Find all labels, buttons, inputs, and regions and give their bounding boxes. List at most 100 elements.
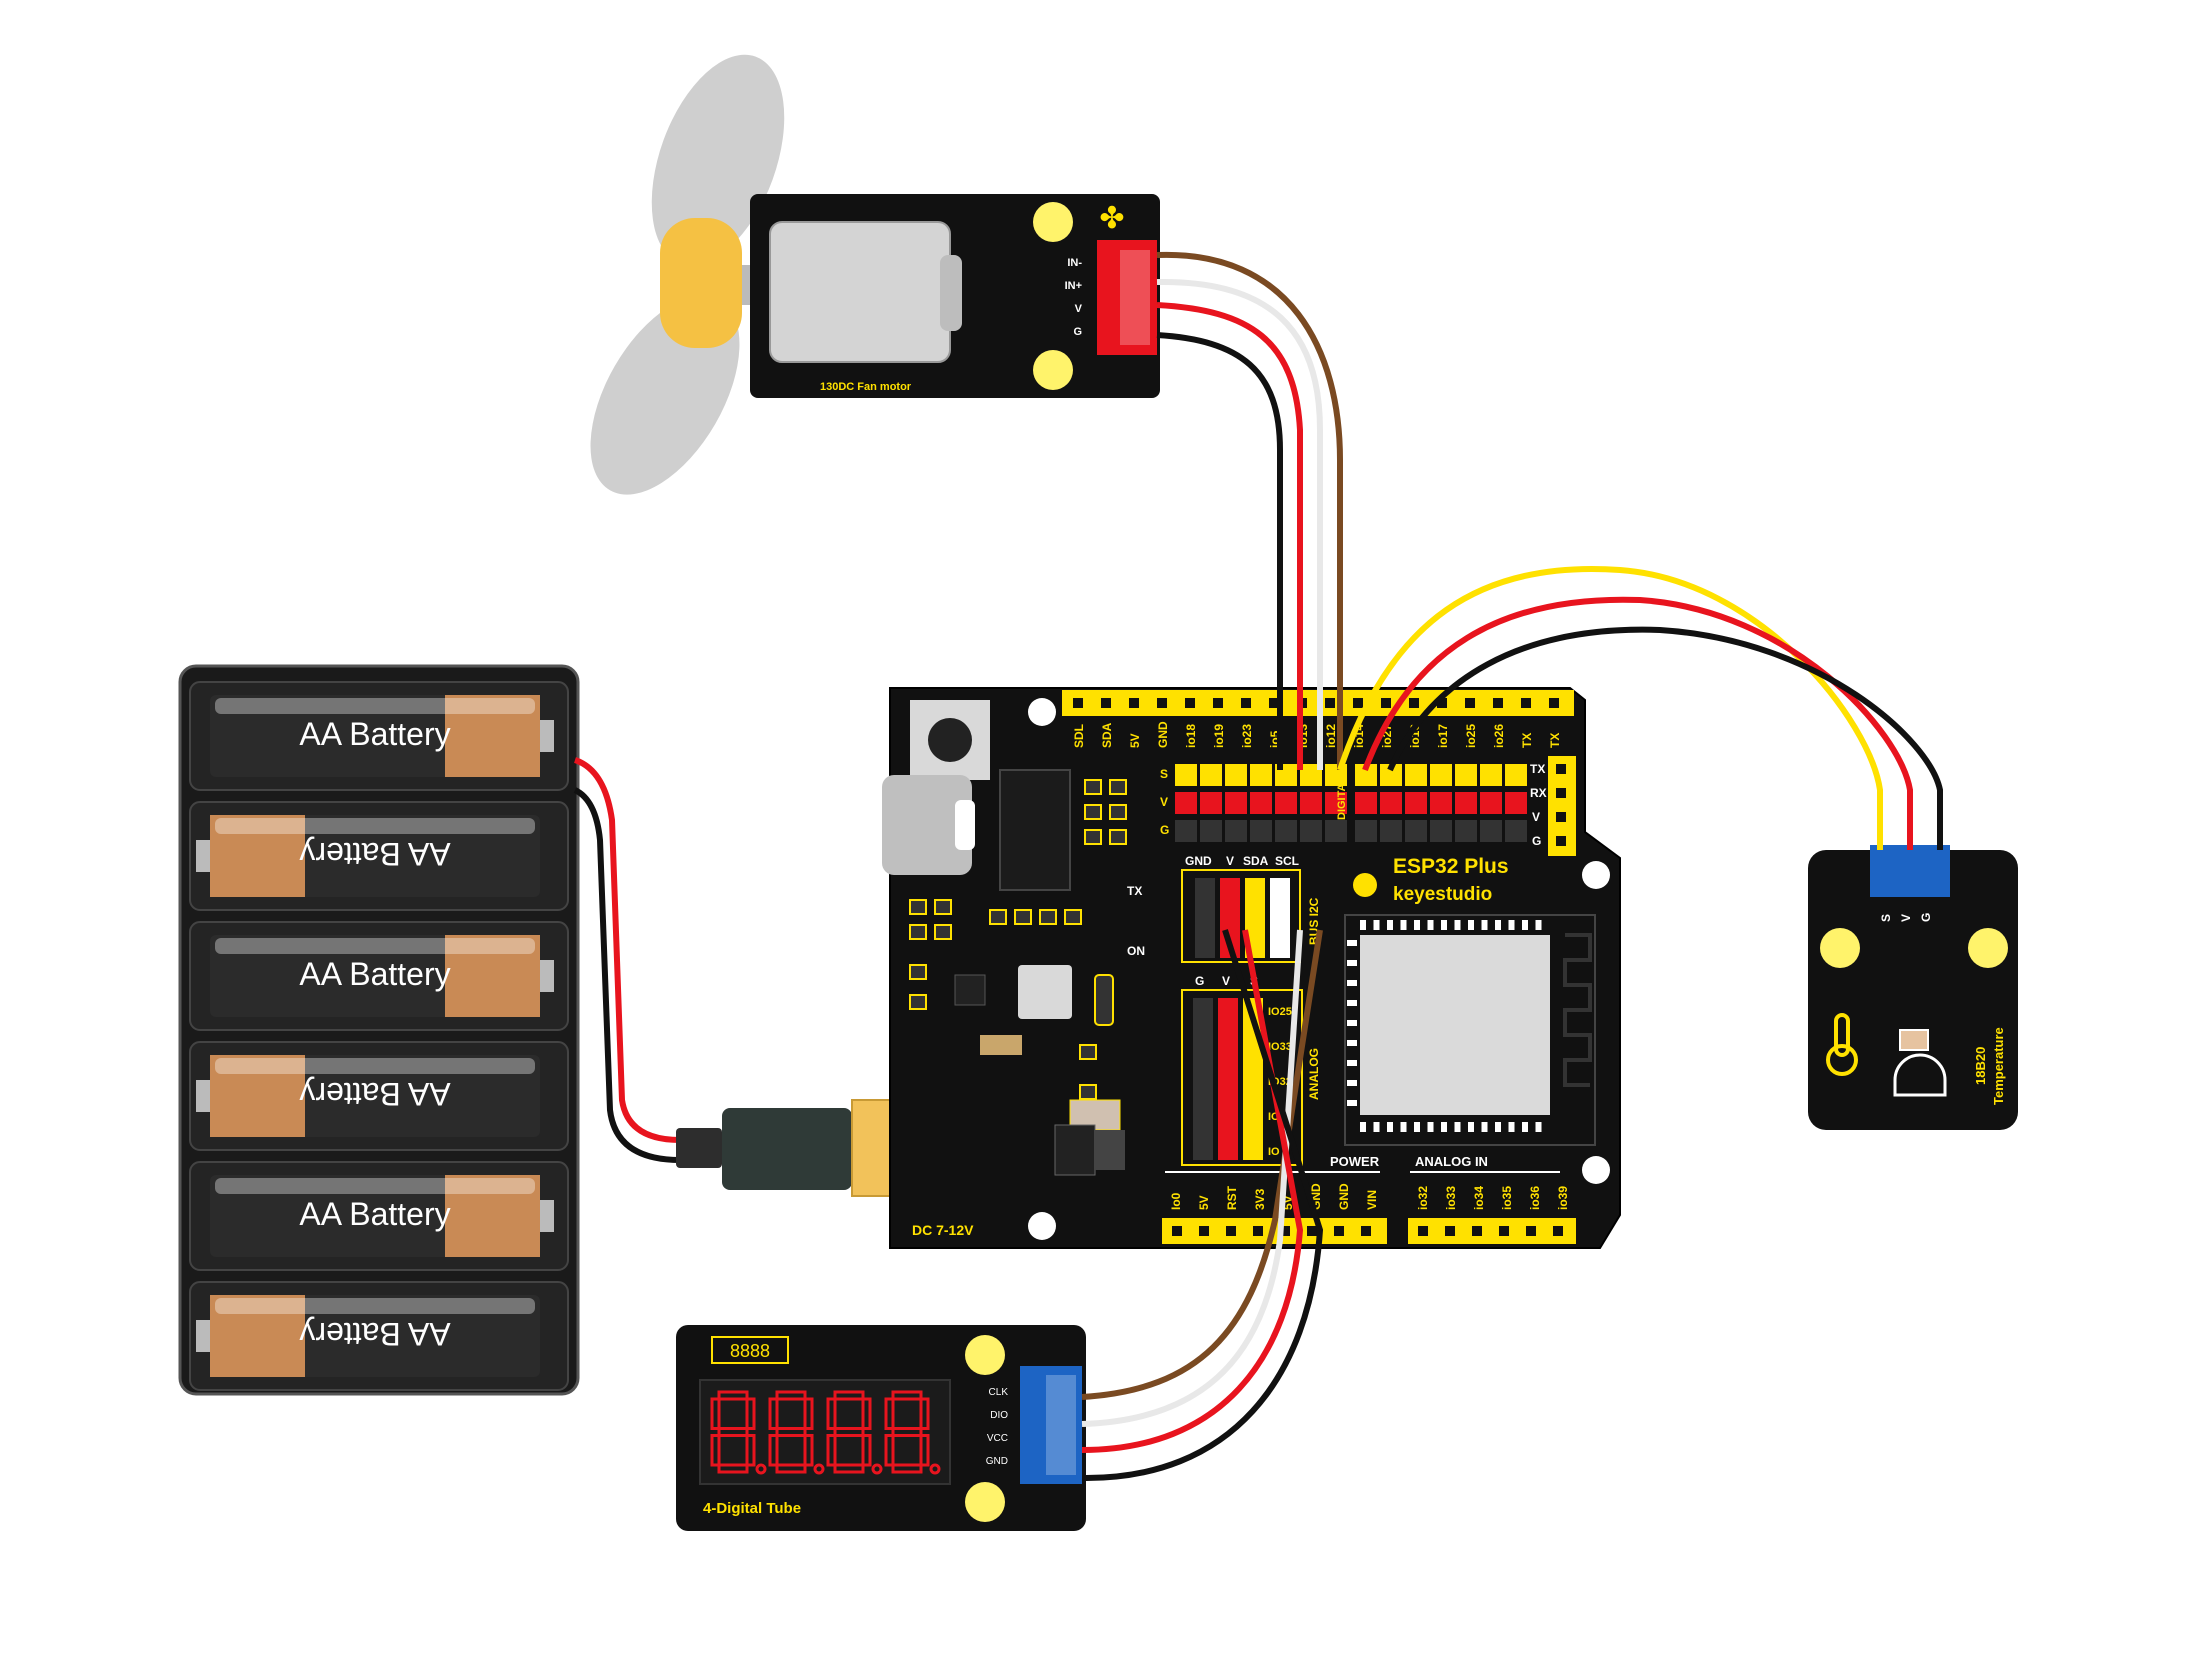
i2c-label-v: V bbox=[1226, 854, 1234, 868]
analog-io-label: IO33 bbox=[1268, 1041, 1292, 1053]
side-label-tx: TX bbox=[1530, 762, 1545, 776]
led-label-on: ON bbox=[1127, 944, 1145, 958]
temp-pin-g: G bbox=[1919, 913, 1933, 922]
battery-label: AA Battery bbox=[299, 836, 450, 872]
header-pin-label: TX bbox=[1520, 733, 1534, 748]
analog-tag: ANALOG bbox=[1307, 1048, 1321, 1100]
i2c-label-gnd: GND bbox=[1185, 854, 1212, 868]
display-digit bbox=[710, 1390, 767, 1475]
battery-label: AA Battery bbox=[299, 1316, 450, 1352]
header-pin-label: io19 bbox=[1212, 724, 1226, 748]
analog-pin-label: io33 bbox=[1444, 1186, 1458, 1210]
display-module-name: 4-Digital Tube bbox=[703, 1500, 801, 1517]
ds18b20-sensor bbox=[1893, 1053, 1947, 1097]
aa-battery-cell: AA Battery bbox=[189, 801, 569, 911]
analog-row-g: G bbox=[1195, 974, 1204, 988]
header-pin-label: 5V bbox=[1128, 733, 1142, 748]
display-digit bbox=[826, 1390, 883, 1475]
side-label-v: V bbox=[1532, 810, 1540, 824]
temp-connector bbox=[1870, 845, 1950, 897]
power-pin-label: 5V bbox=[1197, 1195, 1211, 1210]
display-pin-label: GND bbox=[986, 1456, 1008, 1467]
esp32-module-pins bbox=[1347, 920, 1542, 1132]
analog-io-label: IO25 bbox=[1268, 1006, 1292, 1018]
battery-label: AA Battery bbox=[299, 716, 450, 752]
display-pin-labels: CLK DIO VCC GND bbox=[986, 1387, 1009, 1467]
row-label-s: S bbox=[1160, 767, 1168, 781]
header-pin-label: TX bbox=[1548, 733, 1562, 748]
temperature-wires bbox=[1337, 566, 1943, 850]
power-pin-label: VIN bbox=[1365, 1190, 1379, 1210]
mounting-hole bbox=[1033, 350, 1073, 390]
four-digit-display-module: 8888 4-Digital Tube CLK DIO VCC GND bbox=[676, 1325, 1086, 1531]
power-header-title: POWER bbox=[1330, 1154, 1380, 1169]
header-pin-label: SDA bbox=[1100, 722, 1114, 748]
analog-row-v: V bbox=[1222, 974, 1230, 988]
esp32-shield-can bbox=[1360, 935, 1550, 1115]
display-wires bbox=[1081, 929, 1324, 1482]
power-pin-label: 3V3 bbox=[1253, 1188, 1267, 1210]
side-label-g: G bbox=[1532, 834, 1541, 848]
fan-pin-label: IN- bbox=[1067, 257, 1082, 269]
row-label-g: G bbox=[1160, 823, 1169, 837]
header-pin-label: SDL bbox=[1072, 724, 1086, 748]
header-pin-label: io25 bbox=[1464, 724, 1478, 748]
side-label-rx: RX bbox=[1530, 786, 1547, 800]
analog-pin-label: io32 bbox=[1416, 1186, 1430, 1210]
board-brand: keyestudio bbox=[1393, 884, 1492, 905]
header-pin-label: GND bbox=[1156, 721, 1170, 748]
thermometer-icon bbox=[1826, 1013, 1858, 1076]
mounting-hole bbox=[1033, 202, 1073, 242]
fan-pin-label: IN+ bbox=[1065, 280, 1082, 292]
ladybug-logo-icon bbox=[1353, 873, 1377, 897]
display-pin-label: DIO bbox=[990, 1410, 1008, 1421]
header-pin-label: io17 bbox=[1436, 724, 1450, 748]
fan-wires bbox=[1156, 251, 1343, 770]
header-pin-label: io26 bbox=[1492, 724, 1506, 748]
temp-name-line1: 18B20 bbox=[1973, 1047, 1988, 1085]
display-icon-digits: 8888 bbox=[730, 1341, 770, 1361]
board-name: ESP32 Plus bbox=[1393, 855, 1509, 878]
mounting-hole bbox=[1968, 928, 2008, 968]
temp-pin-s: S bbox=[1879, 914, 1893, 922]
aa-battery-cell: AA Battery bbox=[189, 1161, 569, 1271]
aa-battery-cell: AA Battery bbox=[189, 1281, 569, 1391]
header-pin-label: io12 bbox=[1324, 724, 1338, 748]
battery-wires bbox=[573, 757, 681, 1163]
header-pin-label: io23 bbox=[1240, 724, 1254, 748]
row-label-v: V bbox=[1160, 795, 1168, 809]
display-pin-label: CLK bbox=[989, 1387, 1009, 1398]
power-pin-label: RST bbox=[1225, 1185, 1239, 1210]
led-label-tx: TX bbox=[1127, 884, 1142, 898]
i2c-label-sda: SDA bbox=[1243, 854, 1269, 868]
fan-hub bbox=[660, 218, 742, 348]
display-digit bbox=[768, 1390, 825, 1475]
analog-pin-label: io39 bbox=[1556, 1186, 1570, 1210]
fan-pin-labels: IN- IN+ VG bbox=[1065, 257, 1083, 338]
display-pin-label: VCC bbox=[987, 1433, 1008, 1444]
dc-motor bbox=[769, 221, 951, 363]
power-pin-label: GND bbox=[1337, 1183, 1351, 1210]
fan-pin-label: V bbox=[1075, 303, 1083, 315]
battery-label: AA Battery bbox=[299, 1196, 450, 1232]
battery-label: AA Battery bbox=[299, 956, 450, 992]
fan-logo-icon: ✤ bbox=[1099, 202, 1124, 235]
i2c-label-scl: SCL bbox=[1275, 854, 1299, 868]
display-digits bbox=[710, 1390, 941, 1475]
analog-pin-label: io35 bbox=[1500, 1186, 1514, 1210]
fan-module: ✤ 130DC Fan motor IN- IN+ VG bbox=[590, 54, 1160, 495]
fan-module-name: 130DC Fan motor bbox=[820, 381, 912, 393]
mounting-hole bbox=[1820, 928, 1860, 968]
battery-label: AA Battery bbox=[299, 1076, 450, 1112]
aa-battery-cell: AA Battery bbox=[189, 1041, 569, 1151]
mounting-hole bbox=[965, 1335, 1005, 1375]
fan-pin-label: G bbox=[1073, 326, 1082, 338]
temperature-module: S V G 18B20 Temperature bbox=[1808, 845, 2018, 1130]
temp-pin-v: V bbox=[1899, 914, 1913, 922]
aa-battery-cell: AA Battery bbox=[189, 921, 569, 1031]
aa-battery-cell: AA Battery bbox=[189, 681, 569, 791]
analog-in-title: ANALOG IN bbox=[1415, 1154, 1488, 1169]
header-pin-label: io18 bbox=[1184, 724, 1198, 748]
